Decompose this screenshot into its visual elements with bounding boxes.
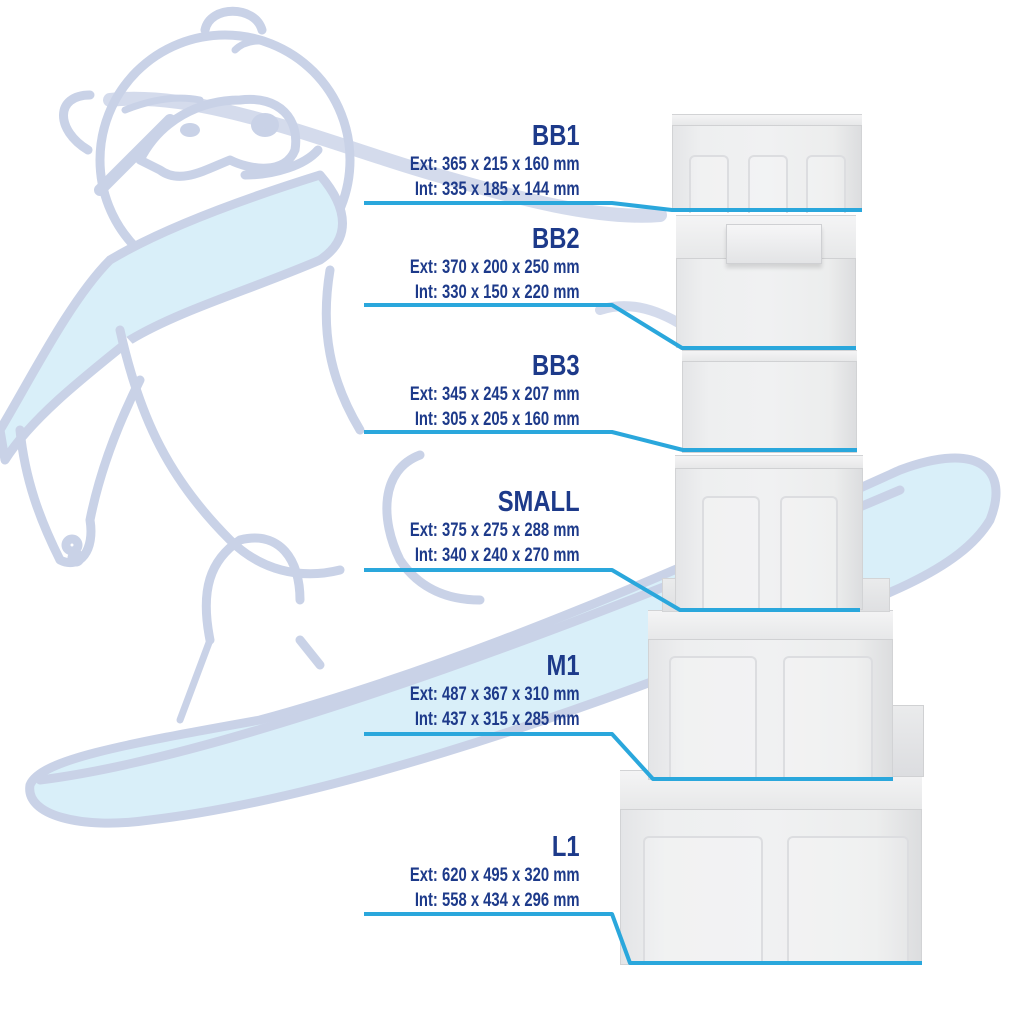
- box-m1: [648, 610, 893, 781]
- box-panel: [702, 496, 760, 611]
- label-small: SMALL Ext: 375 x 275 x 288 mm Int: 340 x…: [362, 488, 580, 571]
- external-dimensions: Ext: 620 x 495 x 320 mm: [410, 865, 580, 886]
- internal-dimensions: Int: 558 x 434 x 296 mm: [415, 890, 580, 911]
- internal-dimensions: Int: 340 x 240 x 270 mm: [415, 545, 580, 566]
- box-bb1: [672, 114, 862, 213]
- box-small: [675, 455, 863, 611]
- box-name: BB3: [532, 350, 580, 382]
- box-bb3: [682, 350, 857, 453]
- label-l1: L1 Ext: 620 x 495 x 320 mm Int: 558 x 43…: [362, 833, 580, 916]
- external-dimensions: Ext: 487 x 367 x 310 mm: [410, 684, 580, 705]
- box-panel: [669, 656, 757, 781]
- external-dimensions: Ext: 375 x 275 x 288 mm: [410, 520, 580, 541]
- external-dimensions: Ext: 370 x 200 x 250 mm: [410, 257, 580, 278]
- label-bb3: BB3 Ext: 345 x 245 x 207 mm Int: 305 x 2…: [362, 352, 580, 435]
- label-bb2: BB2 Ext: 370 x 200 x 250 mm Int: 330 x 1…: [362, 225, 580, 308]
- box-panel: [787, 836, 909, 964]
- box-panel: [643, 836, 763, 964]
- internal-dimensions: Int: 437 x 315 x 285 mm: [415, 709, 580, 730]
- box-name: BB1: [532, 120, 580, 152]
- box-name: SMALL: [498, 486, 580, 518]
- box-panel: [806, 155, 846, 213]
- label-m1: M1 Ext: 487 x 367 x 310 mm Int: 437 x 31…: [362, 652, 580, 735]
- box-panel: [783, 656, 873, 781]
- box-bb2: [676, 215, 856, 348]
- box-panel: [748, 155, 788, 213]
- external-dimensions: Ext: 345 x 245 x 207 mm: [410, 384, 580, 405]
- box-name: BB2: [532, 223, 580, 255]
- box-name: L1: [552, 831, 580, 863]
- internal-dimensions: Int: 305 x 205 x 160 mm: [415, 409, 580, 430]
- label-bb1: BB1 Ext: 365 x 215 x 160 mm Int: 335 x 1…: [362, 122, 580, 205]
- external-dimensions: Ext: 365 x 215 x 160 mm: [410, 154, 580, 175]
- box-panel: [689, 155, 729, 213]
- box-l1: [620, 770, 922, 965]
- box-handle: [726, 224, 822, 264]
- box-panel: [780, 496, 838, 611]
- box-name: M1: [546, 650, 580, 682]
- internal-dimensions: Int: 330 x 150 x 220 mm: [415, 282, 580, 303]
- internal-dimensions: Int: 335 x 185 x 144 mm: [415, 179, 580, 200]
